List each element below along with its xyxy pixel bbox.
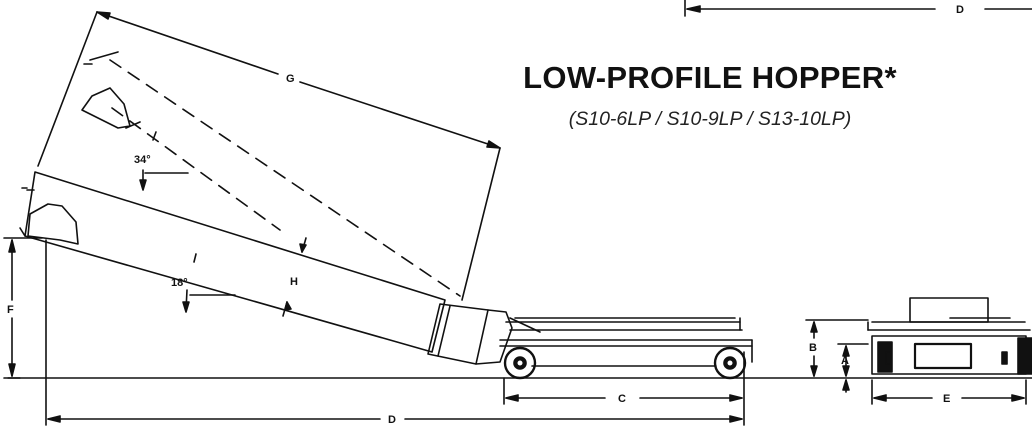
dimension-d	[45, 239, 745, 426]
top-dimension-d	[684, 0, 1032, 17]
dimension-f	[3, 237, 43, 379]
label-dimension-f: F	[7, 304, 14, 316]
dimension-g	[37, 11, 501, 301]
angle-mark-34	[139, 131, 189, 191]
undercarriage-end	[867, 297, 1032, 375]
angle-mark-18	[182, 253, 236, 313]
diagram-title: LOW-PROFILE HOPPER*	[523, 60, 897, 95]
label-dimension-d-top: D	[956, 4, 964, 16]
dimension-e	[871, 379, 1027, 405]
label-dimension-d: D	[388, 414, 396, 426]
label-dimension-c: C	[618, 393, 626, 405]
conveyor-tube-lowered	[19, 171, 446, 353]
label-dimension-h: H	[290, 276, 298, 288]
label-dimension-a: A	[841, 355, 849, 367]
label-angle-34: 34°	[134, 154, 151, 166]
conveyor-raised-outline	[81, 51, 461, 297]
label-dimension-e: E	[943, 393, 950, 405]
dimension-h	[282, 237, 307, 317]
diagram-subtitle: (S10-6LP / S10-9LP / S13-10LP)	[568, 108, 852, 130]
dimension-a-b	[805, 319, 869, 393]
tube-collar	[427, 303, 513, 365]
dimension-c	[503, 377, 743, 405]
label-dimension-g: G	[286, 73, 295, 85]
label-dimension-b: B	[809, 342, 817, 354]
label-angle-18: 18°	[171, 277, 188, 289]
undercarriage-side	[499, 317, 753, 380]
